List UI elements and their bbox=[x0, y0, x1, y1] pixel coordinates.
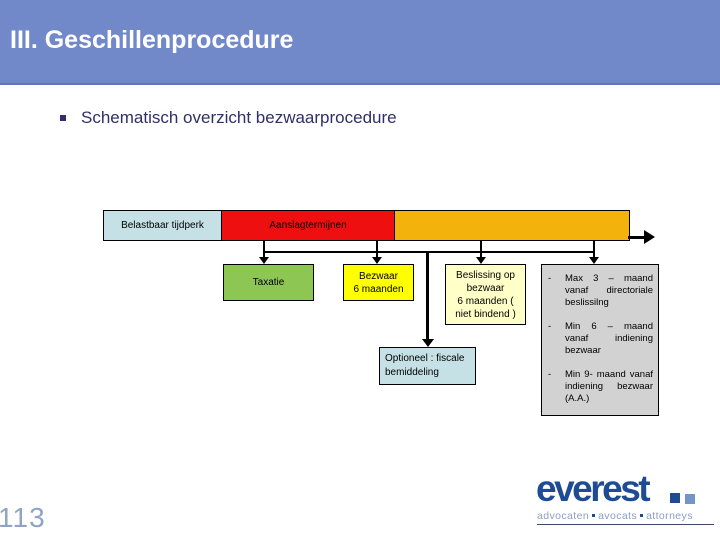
square-separator-icon bbox=[592, 513, 596, 517]
logo-light-square-icon bbox=[685, 494, 695, 504]
down-arrow-icon bbox=[259, 257, 269, 264]
tagline-avocats: avocats bbox=[598, 510, 638, 522]
optioneel-line-1: Optioneel : fiscale bbox=[385, 353, 465, 364]
logo-dark-square-icon bbox=[670, 493, 680, 503]
bezwaar-line-2: 6 maanden bbox=[353, 283, 404, 295]
bullet-row: Schematisch overzicht bezwaarprocedure bbox=[60, 108, 397, 128]
bar-segment-aanslagtermijnen: Aanslagtermijnen bbox=[221, 210, 395, 241]
tagline-advocaten: advocaten bbox=[537, 510, 590, 522]
optioneel-box: Optioneel : fiscale bemiddeling bbox=[379, 347, 476, 385]
down-arrow-icon bbox=[589, 257, 599, 264]
termijn-item: - Max 3 – maand vanaf directoriale besli… bbox=[548, 273, 653, 309]
taxatie-label: Taxatie bbox=[252, 277, 285, 288]
tagline-attorneys: attorneys bbox=[646, 510, 693, 522]
beslissing-line-1: Beslissing op bbox=[456, 269, 515, 281]
termijn-text: Min 6 – maand vanaf indiening bezwaar bbox=[565, 321, 653, 356]
beslissing-line-3: 6 maanden ( bbox=[457, 295, 514, 307]
dash-marker: - bbox=[548, 369, 552, 380]
connector-stub bbox=[263, 240, 265, 258]
page-number: 113 bbox=[0, 502, 46, 533]
down-arrow-icon bbox=[476, 257, 486, 264]
bezwaar-line-1: Bezwaar bbox=[359, 270, 398, 282]
square-bullet-icon bbox=[60, 115, 66, 121]
bezwaar-box: Bezwaar 6 maanden bbox=[343, 264, 414, 301]
dash-marker: - bbox=[548, 321, 552, 332]
page-title: III. Geschillenprocedure bbox=[10, 26, 294, 54]
bar-segment-blank bbox=[394, 210, 630, 241]
connector-stem-optioneel bbox=[426, 251, 429, 340]
logo-tagline: advocaten avocats attorneys bbox=[537, 510, 714, 525]
termijn-text: Max 3 – maand vanaf directoriale besliss… bbox=[565, 273, 653, 308]
connector-horizontal-line bbox=[263, 251, 595, 253]
termijn-item: - Min 6 – maand vanaf indiening bezwaar bbox=[548, 321, 653, 357]
beslissing-line-2: bezwaar bbox=[466, 282, 505, 294]
down-arrow-icon bbox=[372, 257, 382, 264]
taxatie-box: Taxatie bbox=[223, 264, 314, 301]
termijn-text: Min 9- maand vanaf indiening bezwaar (A.… bbox=[565, 369, 653, 404]
down-arrow-icon bbox=[422, 339, 434, 347]
termijn-item: - Min 9- maand vanaf indiening bezwaar (… bbox=[548, 369, 653, 405]
bullet-text: Schematisch overzicht bezwaarprocedure bbox=[81, 108, 397, 127]
slide-header: III. Geschillenprocedure bbox=[0, 0, 720, 85]
square-separator-icon bbox=[640, 513, 644, 517]
beslissing-line-4: niet bindend ) bbox=[455, 308, 516, 320]
connector-stub bbox=[593, 240, 595, 258]
right-arrow-icon bbox=[644, 230, 655, 244]
connector-stub bbox=[480, 240, 482, 258]
timeline-arrow-line bbox=[628, 236, 646, 239]
everest-logo-text: everest bbox=[536, 468, 651, 509]
termijnen-box: - Max 3 – maand vanaf directoriale besli… bbox=[541, 264, 659, 416]
connector-stub bbox=[376, 240, 378, 258]
bar-segment-belastbaar-tijdperk: Belastbaar tijdperk bbox=[103, 210, 222, 241]
beslissing-box: Beslissing op bezwaar 6 maanden ( niet b… bbox=[445, 264, 526, 325]
timeline-bar: Belastbaar tijdperk Aanslagtermijnen bbox=[103, 210, 630, 241]
dash-marker: - bbox=[548, 273, 552, 284]
optioneel-line-2: bemiddeling bbox=[385, 367, 439, 378]
